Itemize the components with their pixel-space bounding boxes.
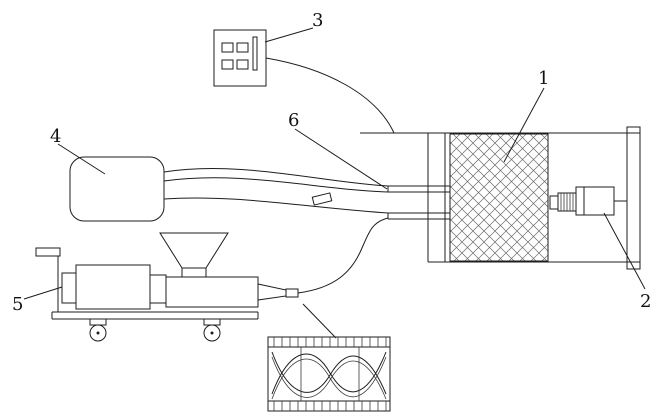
control-panel	[213, 29, 267, 87]
leader-3	[264, 27, 314, 43]
leader-1	[503, 87, 545, 163]
callout-label-1: 1	[538, 68, 549, 89]
screw-detail-inset	[267, 336, 391, 412]
callout-label-3: 3	[312, 10, 323, 31]
callout-labels: 1 2 3 4 5 6	[12, 10, 651, 315]
drive-motor	[61, 264, 167, 310]
cart-platform	[51, 311, 259, 320]
feed-lines	[163, 167, 450, 220]
callout-leaders	[23, 27, 646, 300]
inset-leader-line	[302, 303, 337, 339]
callout-label-5: 5	[12, 294, 23, 315]
cart-handle	[35, 247, 61, 312]
line-fitting	[311, 192, 333, 206]
feed-hopper	[159, 232, 229, 278]
leader-6	[294, 128, 388, 190]
control-panel-buttons	[221, 42, 249, 70]
leader-2	[603, 212, 646, 290]
inset-bottom-hatch	[273, 401, 387, 411]
extruder-cart	[35, 232, 299, 342]
chamber-packing-hatch	[449, 133, 549, 262]
signal-cable	[265, 57, 395, 134]
panel-slot	[252, 36, 258, 71]
cart-wheels	[89, 318, 221, 342]
callout-label-4: 4	[50, 126, 61, 147]
chamber-end-cap	[626, 126, 641, 270]
sensor-threaded-section	[557, 192, 577, 212]
discharge-tube	[297, 217, 389, 294]
extruder-nozzle	[257, 283, 299, 301]
screw-flights	[271, 347, 387, 401]
chamber-left-cap	[427, 133, 446, 262]
leader-5	[23, 286, 63, 300]
process-chamber	[360, 126, 641, 270]
extruder-barrel	[165, 276, 259, 308]
reservoir-tank	[69, 156, 165, 222]
sensor-body	[575, 186, 615, 216]
inset-top-hatch	[273, 337, 387, 347]
callout-label-6: 6	[288, 110, 299, 131]
callout-label-2: 2	[640, 291, 651, 312]
sensor-stub	[549, 195, 559, 210]
sensor-assembly	[549, 186, 627, 216]
leader-4	[57, 143, 106, 175]
